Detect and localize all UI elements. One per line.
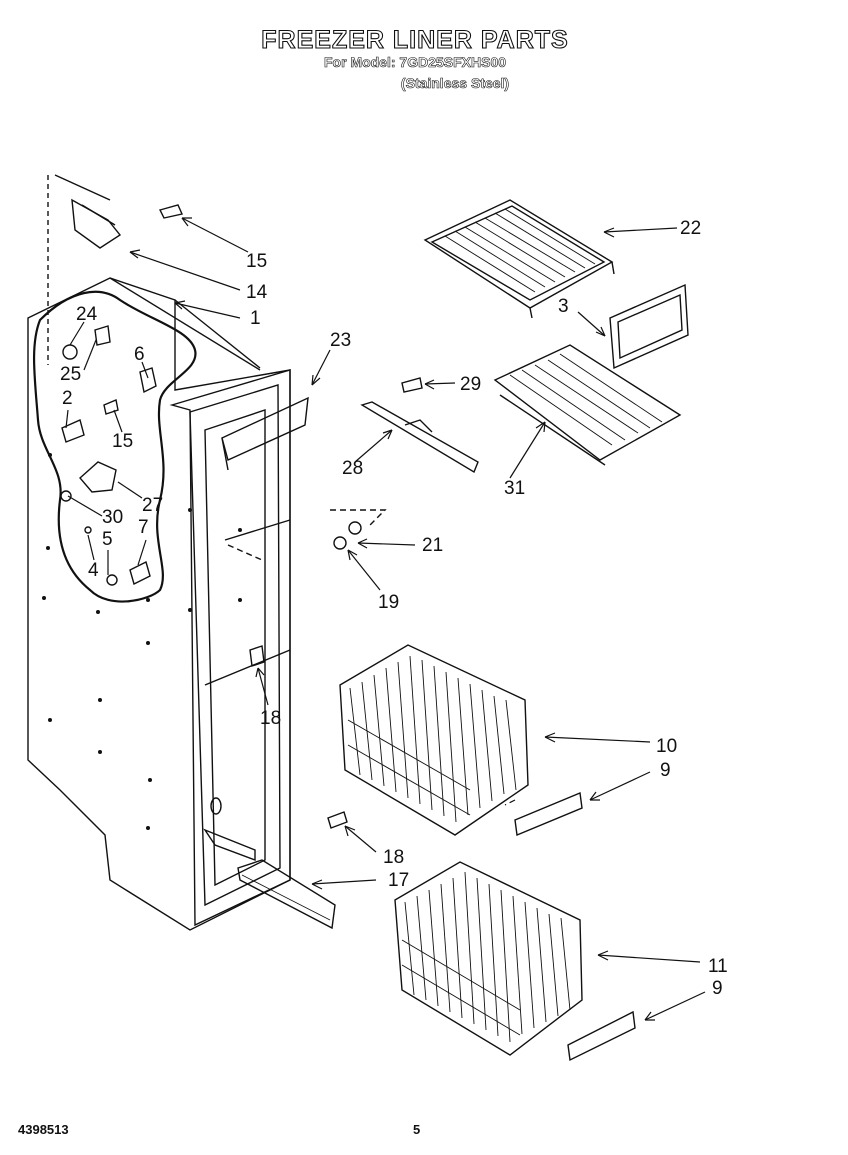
part-19-clip: [249, 645, 265, 667]
callout-7: 7: [138, 517, 149, 538]
callout-3: 3: [558, 296, 569, 317]
finish-line: (Stainless Steel): [400, 75, 510, 92]
callout-6: 6: [134, 344, 145, 365]
callout-30: 30: [102, 507, 123, 528]
callout-4: 4: [88, 560, 99, 581]
part-9-front-a: [514, 792, 583, 836]
part-28-rail: [360, 401, 479, 474]
callout-labels: 15 14 1 24 25 6 2 15 27 30 7 5 4 23 22 3…: [60, 218, 728, 999]
liner-small-parts: [60, 198, 183, 586]
callout-15-mid: 15: [112, 431, 133, 452]
part-10-basket: [339, 644, 529, 836]
callout-9-bottom: 9: [712, 978, 723, 999]
part-3-panel: [609, 283, 689, 370]
part-23-shelf: [423, 199, 615, 319]
callout-26: 25: [60, 364, 81, 385]
callout-17: 17: [388, 870, 409, 891]
part-11-basket: [394, 861, 583, 1056]
callout-21: 21: [422, 535, 443, 556]
callout-5: 5: [102, 529, 113, 550]
callout-24: 23: [330, 330, 351, 351]
cutaway-outline: [32, 290, 197, 603]
callout-10: 10: [656, 736, 677, 757]
callout-22: 19: [378, 592, 399, 613]
part-24-divider: [221, 396, 309, 461]
leader-lines: [65, 217, 706, 1021]
page-number: 5: [413, 1122, 421, 1137]
callout-18: 18: [383, 847, 404, 868]
part-21-22-bracket: [330, 509, 387, 550]
callout-31: 31: [504, 478, 525, 499]
callout-19: 18: [260, 708, 281, 729]
part-18-screw: [327, 811, 348, 829]
page-title: FREEZER LINER PARTS: [261, 25, 569, 54]
callout-29: 29: [460, 374, 481, 395]
part-9-front-b: [567, 1010, 636, 1062]
callout-28: 28: [342, 458, 363, 479]
model-line: For Model: 7GD25SFXHS00: [323, 54, 507, 71]
callout-1: 1: [250, 308, 261, 329]
callout-11: 11: [708, 956, 728, 977]
callout-14: 14: [246, 282, 268, 303]
freezer-liner-drawing: [27, 174, 291, 931]
document-number: 4398513: [18, 1122, 69, 1137]
callout-9-top: 9: [660, 760, 671, 781]
part-31-shelf: [493, 344, 682, 466]
callout-27: 27: [142, 495, 163, 516]
callout-2: 2: [62, 388, 73, 409]
part-29-screw: [401, 377, 423, 393]
callout-25: 24: [76, 304, 98, 325]
callout-23: 22: [680, 218, 701, 239]
part-17-trim: [237, 859, 336, 930]
callout-15-top: 15: [246, 251, 267, 272]
